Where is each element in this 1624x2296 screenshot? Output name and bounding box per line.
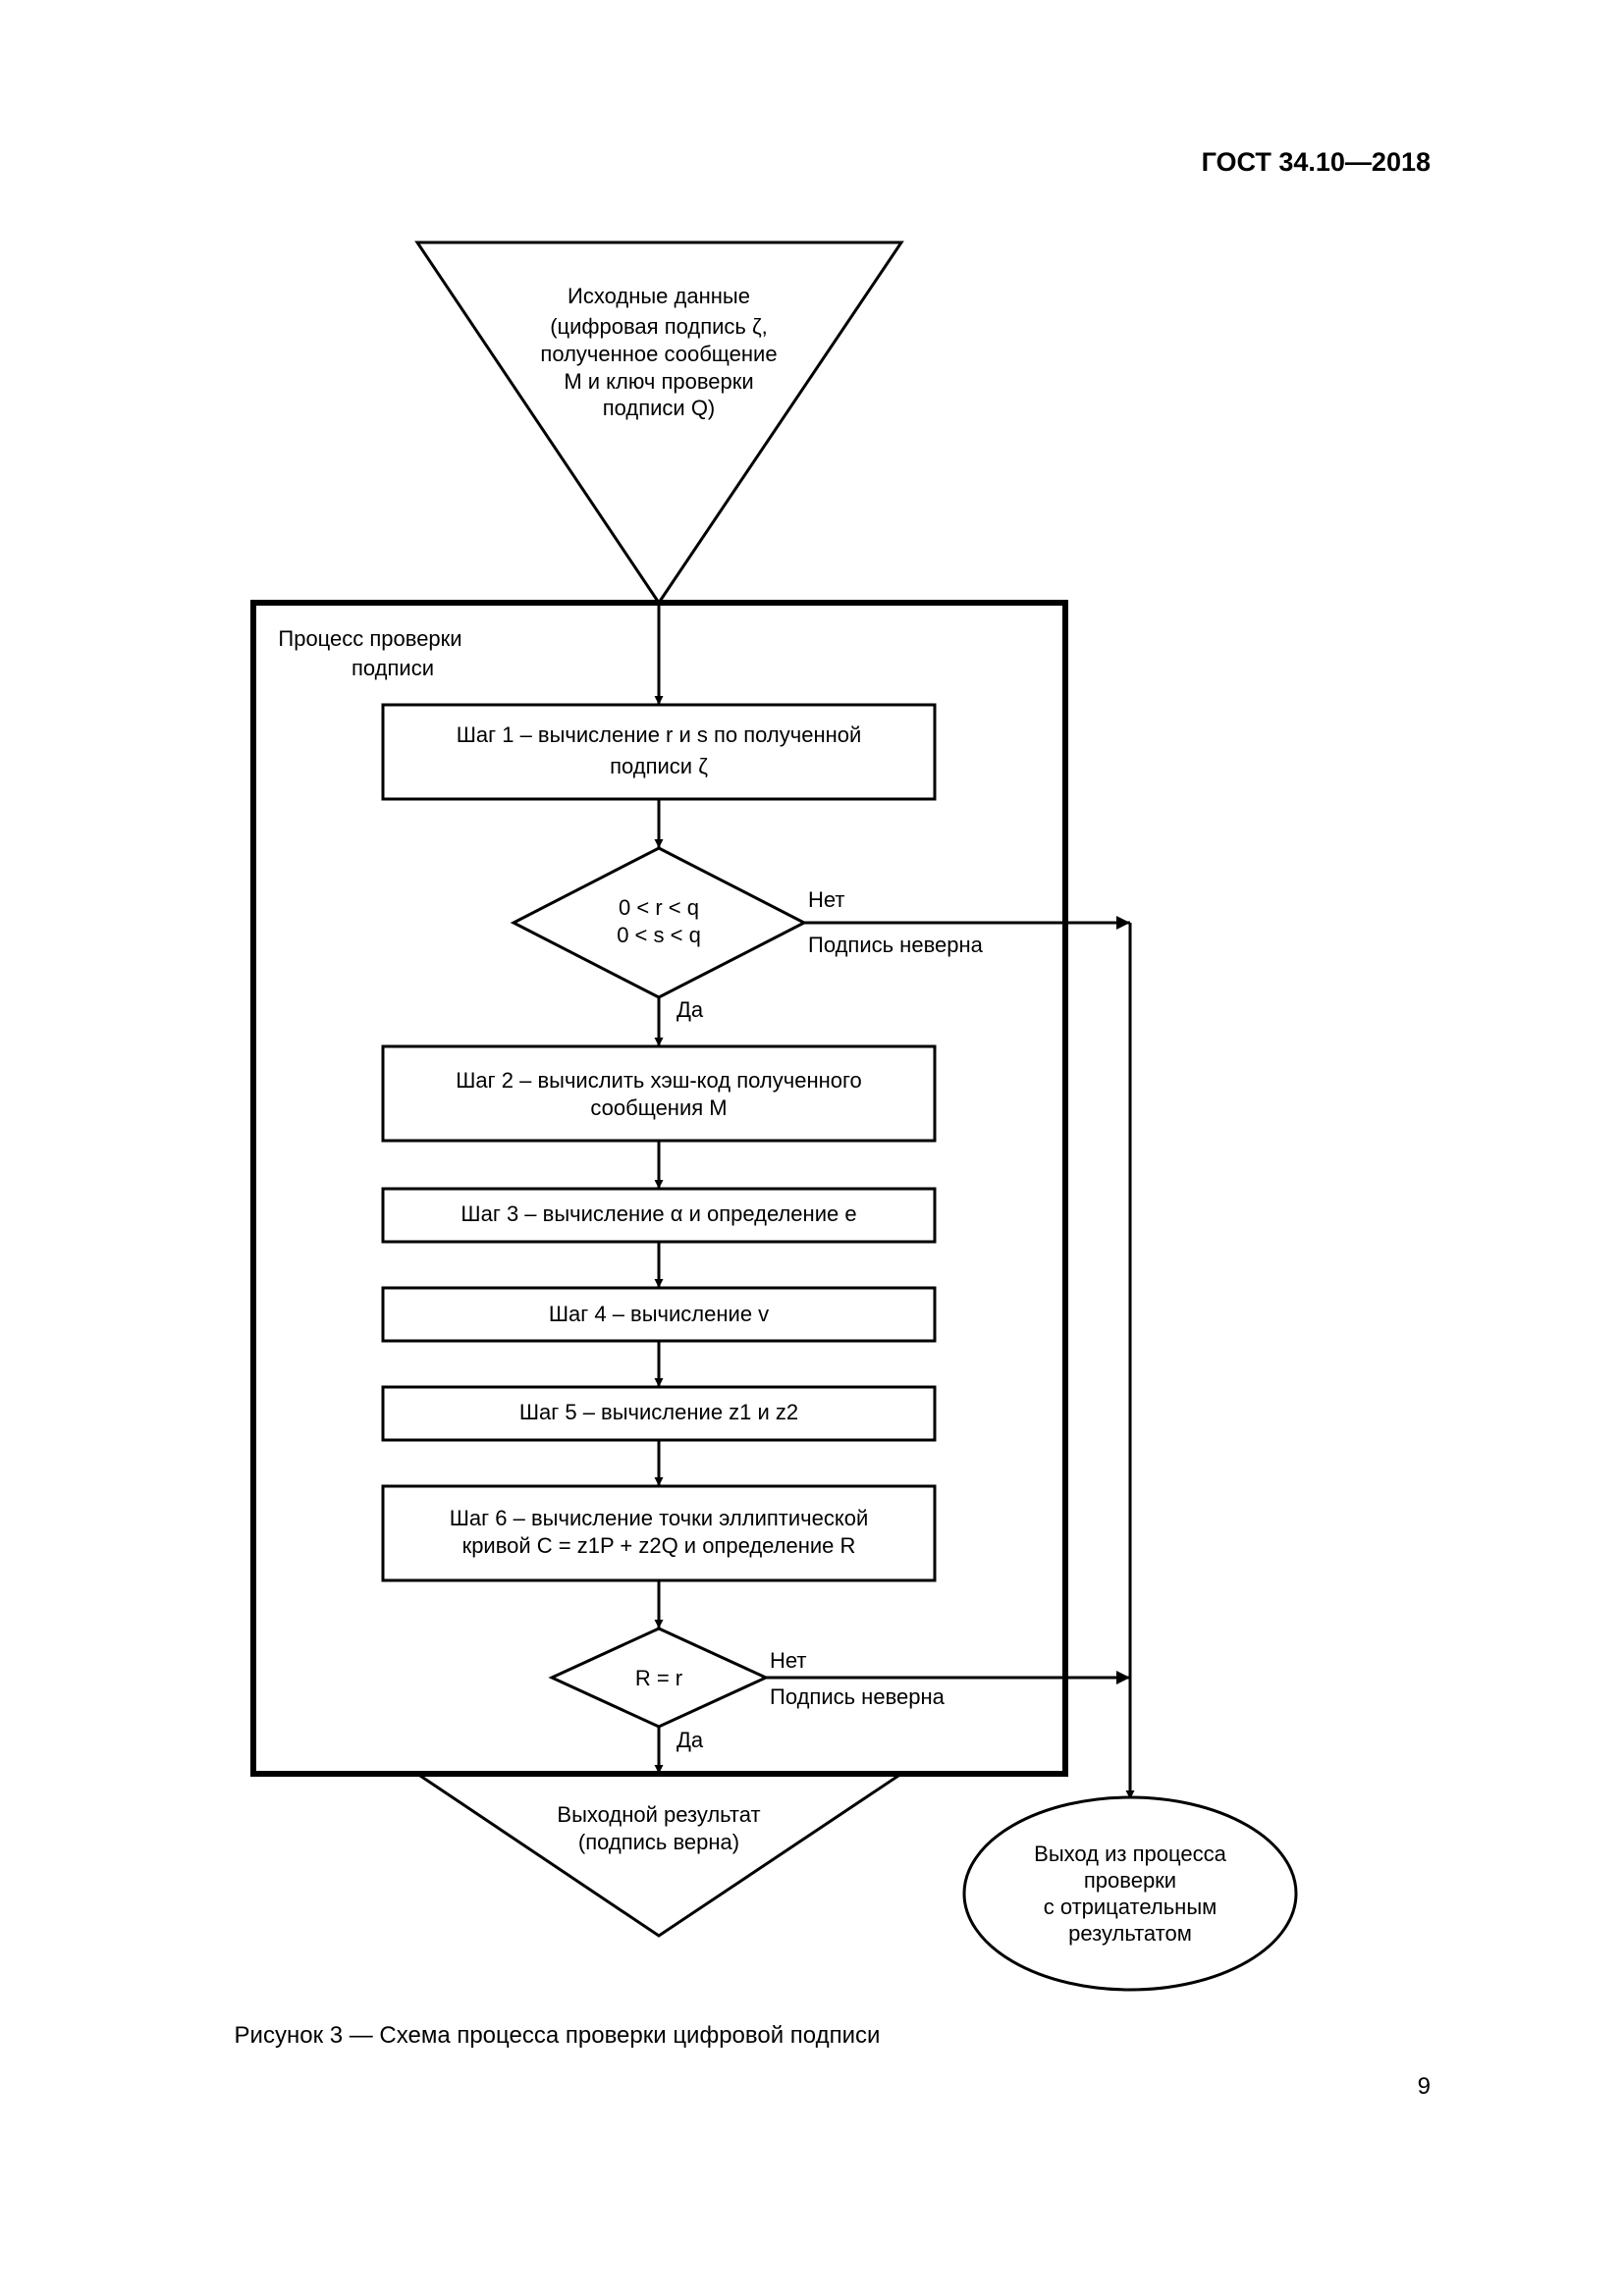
input-line-3: полученное сообщение [540,342,777,366]
step4-box [381,1286,937,1343]
output-line-2: (подпись верна) [578,1830,739,1854]
input-triangle [414,240,904,606]
step1-line-2: подписи ζ [610,754,708,778]
check2-no-label: Нет [770,1648,806,1673]
check1-no-label: Нет [808,887,844,912]
input-line-1: Исходные данные [568,284,750,308]
check2-label: R = r [635,1666,682,1690]
output-triangle [412,1772,906,1938]
negative-exit-line-1: Выход из процесса [1034,1842,1226,1866]
step2-line-1: Шаг 2 – вычислить хэш-код полученного [456,1068,862,1093]
step6-line-1: Шаг 6 – вычисление точки эллиптической [450,1506,869,1530]
check2-invalid-label: Подпись неверна [770,1684,946,1709]
step4-label: Шаг 4 – вычисление v [549,1302,769,1326]
step6-box [381,1484,937,1582]
page-number: 9 [1417,2073,1431,2100]
input-line-4: M и ключ проверки [564,369,753,394]
negative-exit-line-4: результатом [1068,1921,1192,1946]
process-title-line-1: Процесс проверки [278,626,461,651]
step2-line-2: сообщения M [590,1095,727,1120]
step3-label: Шаг 3 – вычисление α и определение e [460,1201,856,1226]
output-line-1: Выходной результат [557,1802,760,1827]
document-code: ГОСТ 34.10—2018 [1201,147,1431,177]
input-line-2: (цифровая подпись ζ, [550,314,768,339]
step2-box [381,1044,937,1143]
check1-yes-label: Да [677,997,704,1022]
step1-line-1: Шаг 1 – вычисление r и s по полученной [457,722,862,747]
check1-line-1: 0 < r < q [619,895,699,920]
check1-invalid-label: Подпись неверна [808,933,984,957]
process-title-line-2: подписи [352,656,434,680]
negative-exit-line-3: с отрицательным [1044,1895,1218,1919]
step6-line-2: кривой C = z1P + z2Q и определение R [462,1533,856,1558]
input-text: Исходные данные (цифровая подпись ζ, пол… [540,284,777,420]
negative-exit-ellipse [962,1795,1298,1992]
check2-yes-label: Да [677,1728,704,1752]
step1-box [381,703,937,801]
step5-box [381,1385,937,1442]
check1-line-2: 0 < s < q [617,923,701,947]
figure-caption: Рисунок 3 — Схема процесса проверки цифр… [234,2022,881,2049]
step5-label: Шаг 5 – вычисление z1 и z2 [519,1400,798,1424]
input-line-5: подписи Q) [603,396,716,420]
negative-exit-line-2: проверки [1084,1868,1176,1893]
step3-box [381,1187,937,1244]
